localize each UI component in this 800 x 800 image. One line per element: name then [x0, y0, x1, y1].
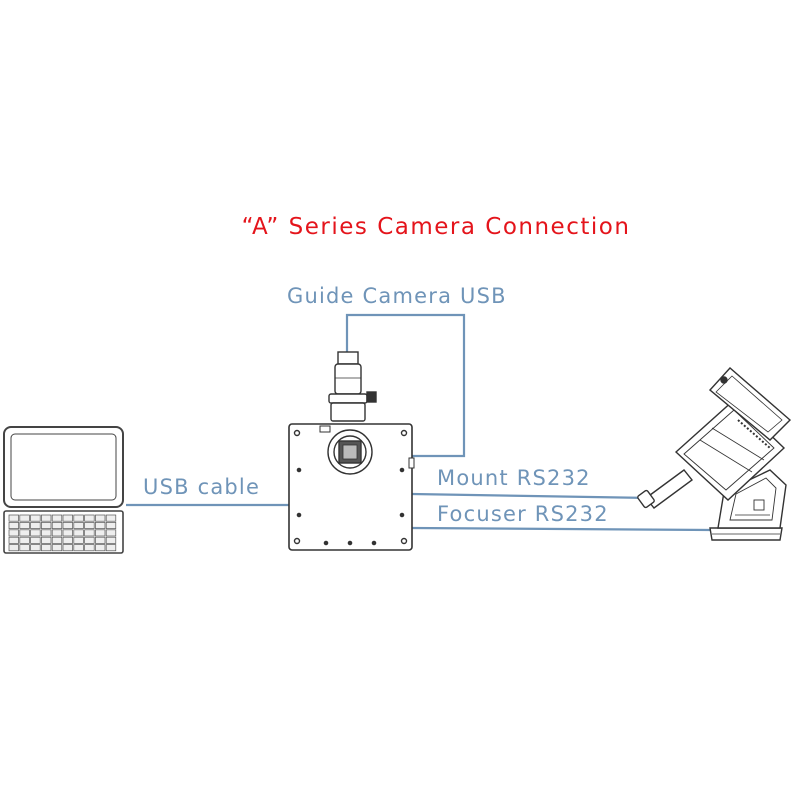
keyboard-key [19, 536, 30, 544]
keyboard-key [73, 514, 84, 522]
keyboard-key [73, 529, 84, 537]
mount-rs232-cable [411, 492, 651, 500]
cables [126, 313, 713, 532]
keyboard-key [51, 529, 63, 537]
keyboard-key [30, 544, 41, 552]
focuser-rs232-cable [411, 526, 713, 532]
keyboard-key [95, 544, 106, 552]
keyboard-key [62, 544, 73, 552]
keyboard-key [19, 544, 30, 552]
focuser-rs232-label: Focuser RS232 [437, 502, 609, 526]
usb-cable-label: USB cable [143, 475, 261, 499]
keyboard-key [95, 529, 106, 537]
keyboard-key [19, 522, 30, 529]
keyboard-key [30, 529, 41, 537]
keyboard-key [95, 522, 106, 529]
keyboard-key [41, 522, 52, 529]
keyboard-key [62, 514, 73, 522]
mount-icon [637, 367, 792, 541]
keyboard-key [30, 514, 41, 522]
keyboard-key [41, 514, 52, 522]
keyboard-key [105, 514, 117, 522]
keyboard-key [84, 522, 95, 529]
keyboard-key [73, 544, 84, 552]
keyboard-key [41, 536, 52, 544]
diagram-title: “A” Series Camera Connection [241, 214, 631, 240]
keyboard-key [30, 536, 41, 544]
keyboard-key [19, 514, 30, 522]
keyboard-key [95, 514, 106, 522]
keyboard-key [105, 522, 117, 529]
keyboard-key [95, 536, 106, 544]
keyboard-key [8, 529, 19, 537]
keyboard-key [84, 529, 95, 537]
keyboard-key [73, 522, 84, 529]
keyboard-key [19, 529, 30, 537]
keyboard-key [51, 536, 63, 544]
keyboard-key [73, 536, 84, 544]
keyboard-key [62, 529, 73, 537]
camera-icon [288, 351, 415, 551]
keyboard-key [84, 544, 95, 552]
keyboard-key [8, 514, 19, 522]
keyboard-key [8, 536, 19, 544]
keyboard-key [51, 522, 63, 529]
guide-camera-usb-cable [345, 313, 466, 458]
keyboard-key [84, 514, 95, 522]
keyboard-key [51, 544, 63, 552]
keyboard-key [8, 522, 19, 529]
keyboard-key [105, 529, 117, 537]
keyboard-key [84, 536, 95, 544]
keyboard-key [30, 522, 41, 529]
laptop-icon [3, 426, 124, 554]
mount-rs232-label: Mount RS232 [437, 466, 591, 490]
keyboard-key [105, 544, 117, 552]
guide-camera-usb-label: Guide Camera USB [287, 284, 507, 308]
keyboard-key [62, 522, 73, 529]
keyboard-key [41, 529, 52, 537]
keyboard-key [105, 536, 117, 544]
keyboard-key [62, 536, 73, 544]
keyboard-key [51, 514, 63, 522]
keyboard-key [41, 544, 52, 552]
keyboard-key [8, 544, 19, 552]
